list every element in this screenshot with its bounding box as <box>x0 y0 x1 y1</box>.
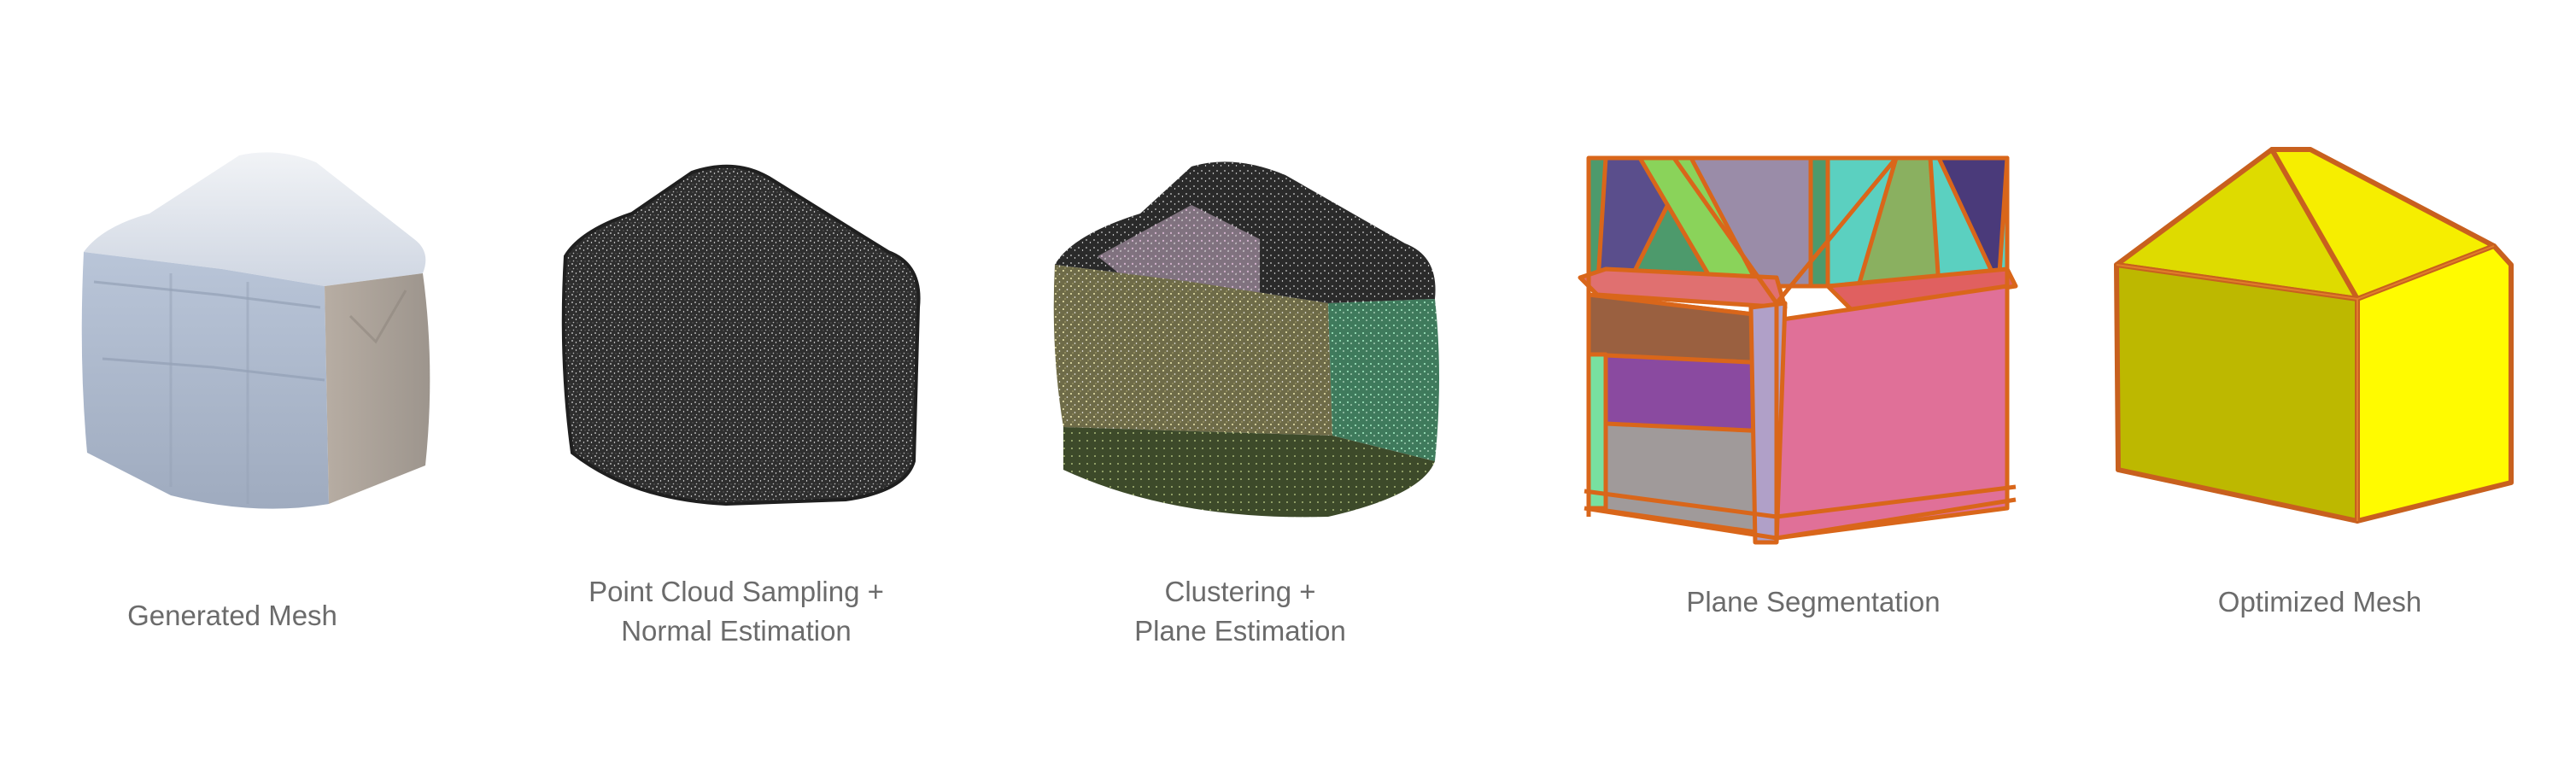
caption-clustering: Clustering + Plane Estimation <box>1001 572 1479 651</box>
caption-line: Optimized Mesh <box>2217 586 2422 618</box>
cluster-side <box>1328 299 1439 461</box>
caption-generated-mesh: Generated Mesh <box>0 596 471 635</box>
generated-mesh-render <box>81 152 430 509</box>
caption-point-cloud: Point Cloud Sampling + Normal Estimation <box>497 572 975 651</box>
caption-line: Generated Mesh <box>127 600 337 631</box>
optimized-mesh-figure <box>2110 145 2520 530</box>
clustering-figure <box>1046 154 1448 530</box>
optimized-front <box>2114 262 2360 524</box>
clustering-render <box>1053 161 1439 518</box>
caption-line: Clustering + <box>1164 576 1316 607</box>
point-cloud-shape <box>563 166 919 504</box>
caption-line: Normal Estimation <box>621 615 852 647</box>
caption-line: Plane Segmentation <box>1686 586 1941 618</box>
caption-line: Plane Estimation <box>1134 615 1346 647</box>
cluster-front <box>1053 265 1332 436</box>
point-cloud-render <box>561 164 921 506</box>
mesh-front <box>81 252 329 509</box>
mesh-side <box>325 273 430 504</box>
caption-optimized-mesh: Optimized Mesh <box>2081 582 2559 622</box>
plane-segmentation-figure <box>1572 149 2018 551</box>
mesh-roof <box>84 152 426 286</box>
point-cloud-figure <box>555 162 931 521</box>
caption-plane-segmentation: Plane Segmentation <box>1574 582 2052 622</box>
plane-segmentation-render <box>1578 155 2018 545</box>
caption-line: Point Cloud Sampling + <box>588 576 884 607</box>
cluster-bottom <box>1063 427 1435 518</box>
generated-mesh-figure <box>68 145 444 521</box>
optimized-mesh-render <box>2114 147 2514 524</box>
